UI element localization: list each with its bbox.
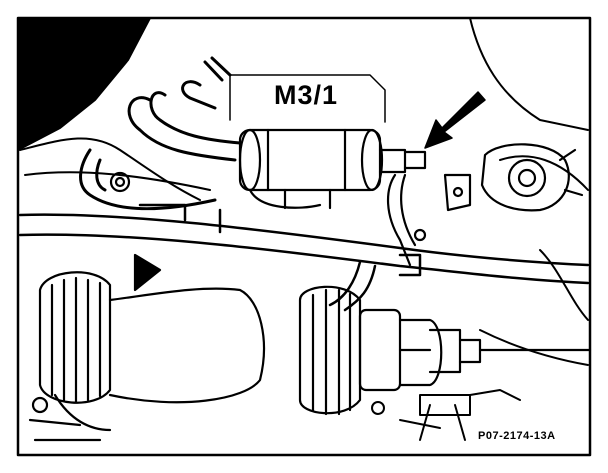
drive-shaft-boot	[298, 285, 592, 416]
mount-nut-assembly	[109, 143, 584, 212]
component-label: M3/1	[274, 80, 339, 110]
fuel-pump-m3-1	[238, 128, 427, 210]
connector-bracket	[386, 173, 472, 267]
figure-frame	[16, 16, 592, 457]
left-bellows-boot	[28, 253, 266, 442]
background-body-panels	[17, 17, 589, 366]
fuel-hoses	[79, 56, 242, 211]
label-callout-line	[229, 74, 386, 123]
fuel-lines	[18, 203, 590, 312]
lower-linkage	[371, 389, 521, 441]
indicator-arrow	[424, 91, 486, 149]
reference-code: P07-2174-13A	[478, 430, 556, 442]
